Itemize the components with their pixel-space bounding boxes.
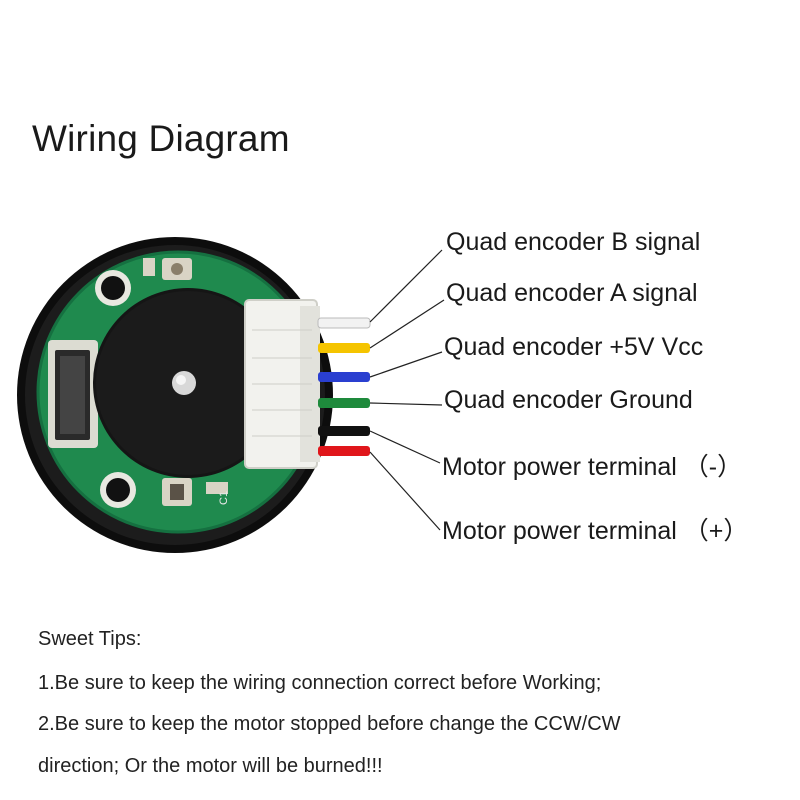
motor-photo: C1: [17, 237, 333, 553]
label-vcc: Quad encoder +5V Vcc: [444, 333, 704, 361]
pcb-label-c1: C1: [218, 491, 230, 505]
hall-sensor: [48, 340, 98, 448]
leader-motor-neg: [369, 430, 441, 464]
leader-a-signal: [369, 299, 445, 349]
leader-vcc: [369, 351, 443, 378]
blue-wire: [318, 372, 370, 382]
mount-hole-top: [95, 270, 131, 306]
label-b-signal: Quad encoder B signal: [446, 228, 701, 256]
leader-b-signal: [369, 249, 443, 323]
diagram-title: Wiring Diagram: [32, 118, 290, 159]
label-motor-neg: Motor power terminal （-）: [442, 453, 743, 481]
black-wire: [318, 426, 370, 436]
tips-line-2: 2.Be sure to keep the motor stopped befo…: [38, 713, 621, 735]
label-a-signal: Quad encoder A signal: [446, 279, 698, 307]
green-wire: [318, 398, 370, 408]
white-wire: [317, 317, 371, 329]
tips-line-3: direction; Or the motor will be burned!!…: [38, 755, 383, 777]
red-wire: [318, 446, 370, 456]
leader-lines: [369, 249, 445, 531]
leader-ground: [369, 402, 443, 406]
label-motor-pos: Motor power terminal （+）: [442, 517, 749, 545]
yellow-wire: [318, 343, 370, 353]
wire-connector: [244, 299, 320, 469]
tips-line-1: 1.Be sure to keep the wiring connection …: [38, 672, 602, 694]
label-ground: Quad encoder Ground: [444, 386, 693, 414]
tips-heading: Sweet Tips:: [38, 628, 142, 650]
wires: [317, 317, 371, 456]
leader-motor-pos: [369, 451, 441, 531]
mount-hole-bottom: [100, 472, 136, 508]
